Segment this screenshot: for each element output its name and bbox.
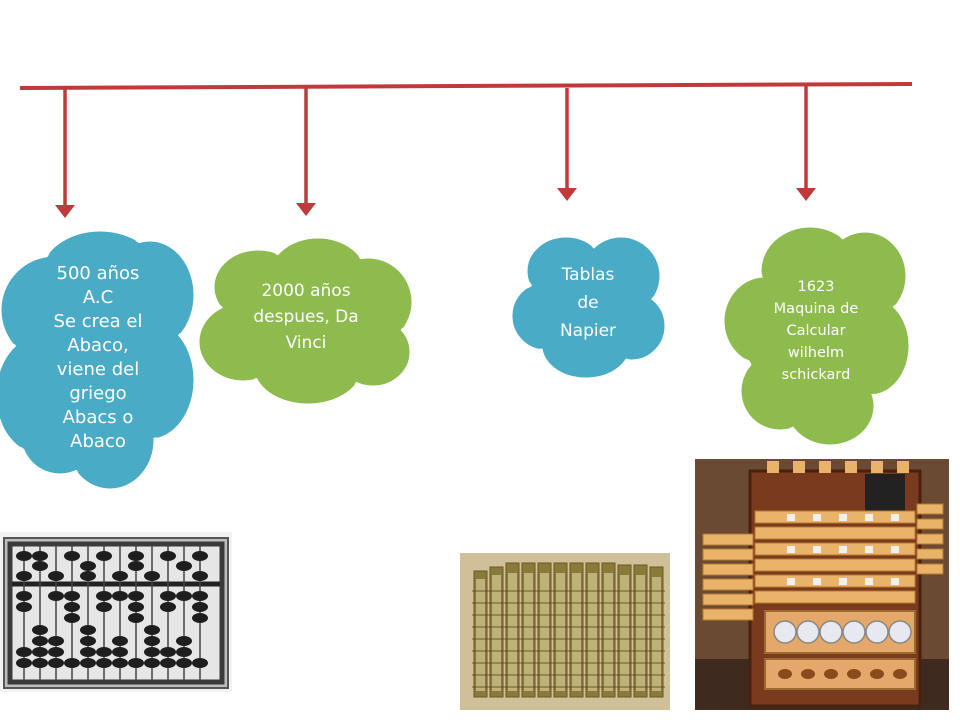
event-cloud-2: 2000 años despues, Da Vinci [196,232,415,408]
event-cloud-1: 500 años A.C Se crea el Abaco, viene del… [0,215,200,495]
timeline-line [19,82,913,90]
cloud-shape [509,234,668,381]
cloud-shape [196,235,415,407]
event-cloud-3: Tablas de Napier [506,226,670,384]
event-text-2: 2000 años despues, Da Vinci [253,281,359,353]
cloud-shape [0,228,197,492]
timeline-arrows [63,86,808,214]
abacus-illustration [3,537,229,689]
schickard-machine-illustration [695,459,949,710]
arrow-head-1 [55,205,75,218]
abacus-photo [0,532,232,692]
arrow-head-3 [557,188,577,201]
event-text-4: 1623 Maquina de Calcular wilhelm schicka… [773,279,859,383]
napier-bones-photo [460,553,670,710]
arrow-head-2 [296,203,316,216]
schickard-machine-photo [695,459,949,710]
event-cloud-4: 1623 Maquina de Calcular wilhelm schicka… [720,216,916,454]
event-text-1: 500 años A.C Se crea el Abaco, viene del… [53,263,143,452]
napier-bones-illustration [460,553,670,710]
event-text-3: Tablas de Napier [559,265,617,341]
cloud-shape [721,224,912,448]
arrow-head-4 [796,188,816,201]
